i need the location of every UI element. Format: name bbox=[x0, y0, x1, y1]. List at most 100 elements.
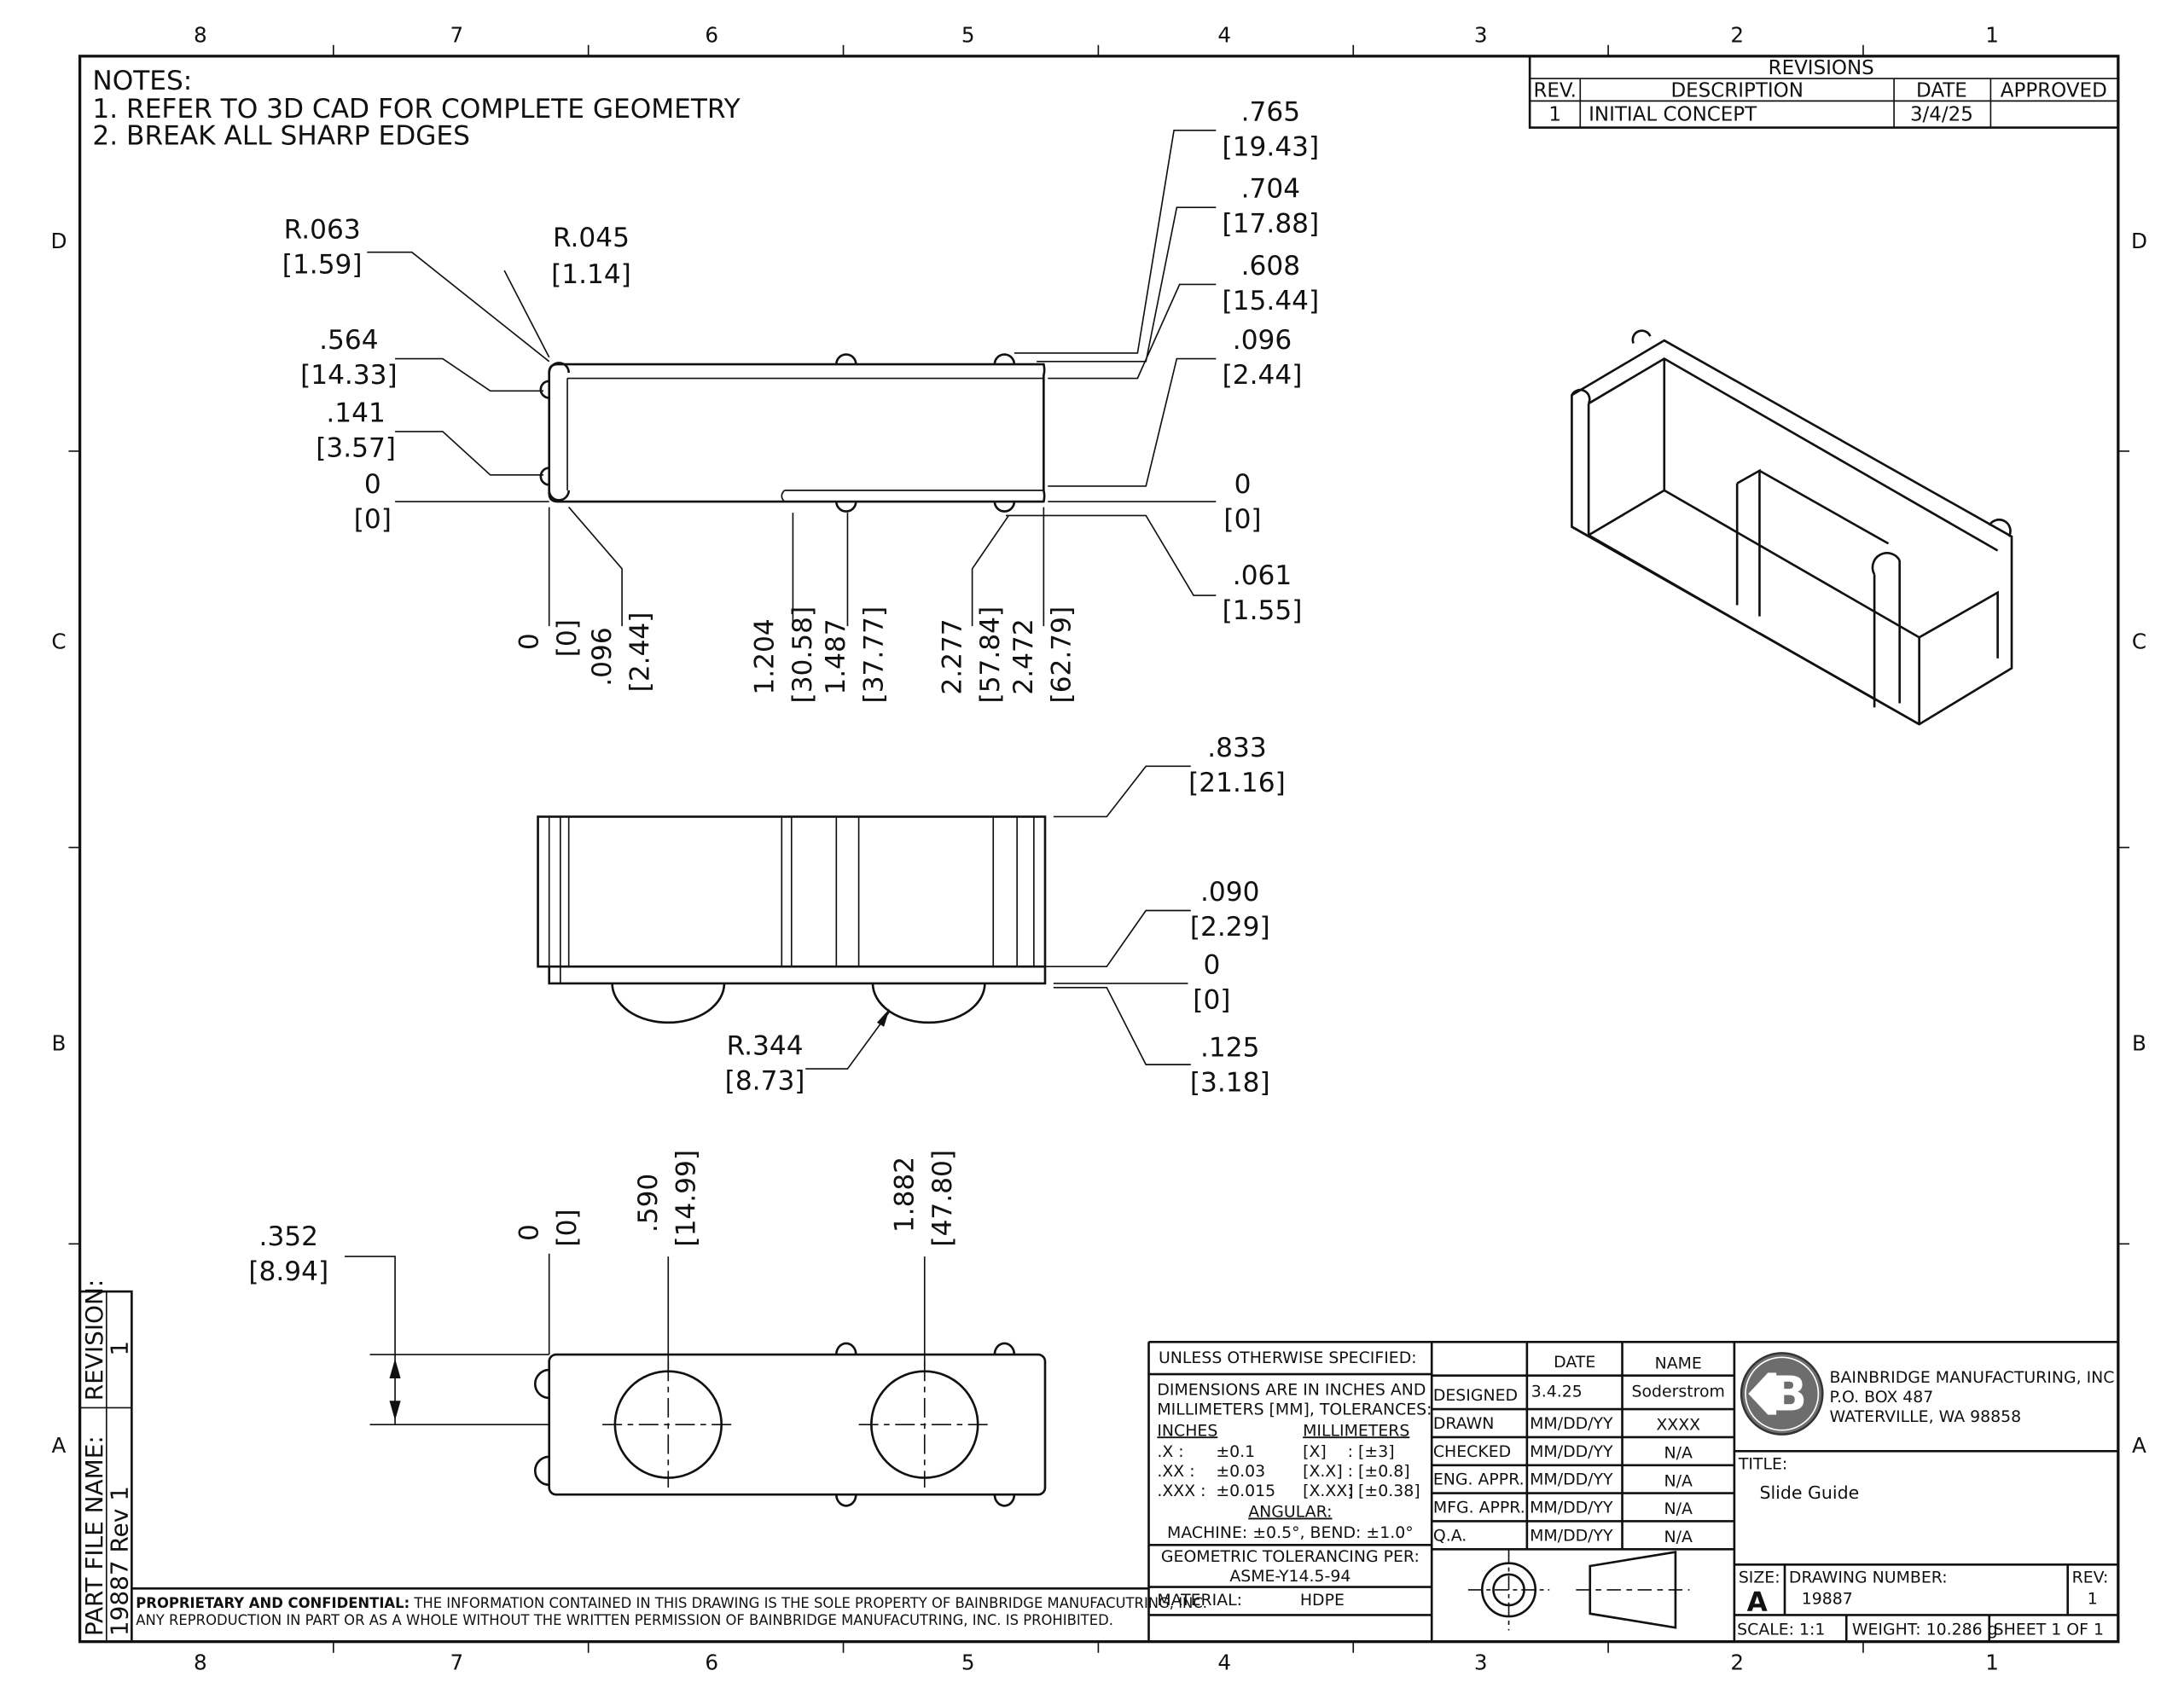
vdim: 2.277 bbox=[937, 618, 967, 694]
vdim-mm: [37.77] bbox=[859, 606, 890, 704]
dim-r063: R.063 bbox=[284, 214, 361, 245]
approval-role: DESIGNED bbox=[1433, 1386, 1518, 1405]
approval-role: MFG. APPR. bbox=[1433, 1499, 1525, 1517]
notes-title: NOTES: bbox=[92, 66, 192, 96]
vdim-mm: [0] bbox=[552, 619, 583, 657]
dim-141: .141 bbox=[326, 397, 385, 428]
company-name: BAINBRIDGE MANUFACTURING, INC bbox=[1830, 1368, 2115, 1387]
zone-col: 5 bbox=[961, 22, 975, 47]
rev-label: REV: bbox=[2072, 1569, 2109, 1587]
gtol-standard: ASME-Y14.5-94 bbox=[1229, 1567, 1350, 1586]
rev-cell: INITIAL CONCEPT bbox=[1589, 103, 1757, 125]
zone-col: 2 bbox=[1730, 1650, 1744, 1675]
zone-col: 1 bbox=[1985, 1650, 1999, 1675]
gtol-label: GEOMETRIC TOLERANCING PER: bbox=[1161, 1547, 1420, 1566]
vdim: 2.472 bbox=[1008, 618, 1039, 694]
vdim: 1.487 bbox=[821, 618, 851, 694]
dim-090-mm: [2.29] bbox=[1190, 912, 1270, 943]
tol-mm: MILLIMETERS bbox=[1303, 1421, 1409, 1440]
dim-0: 0 bbox=[1203, 949, 1220, 980]
svg-text:PROPRIETARY AND CONFIDENTIAL:: PROPRIETARY AND CONFIDENTIAL: THE INFORM… bbox=[136, 1595, 1207, 1611]
zone-col: 3 bbox=[1474, 22, 1488, 47]
note-item: 1. REFER TO 3D CAD FOR COMPLETE GEOMETRY bbox=[92, 94, 741, 125]
dim-0-mm: [0] bbox=[1193, 984, 1230, 1015]
dim-765: .765 bbox=[1241, 96, 1300, 127]
dim-352: .352 bbox=[259, 1221, 318, 1252]
dim-0-mm: [0] bbox=[354, 504, 392, 535]
drawing-number-label: DRAWING NUMBER: bbox=[1789, 1569, 1948, 1587]
rev-cell: 1 bbox=[1548, 103, 1561, 125]
tol-line2: MILLIMETERS [MM], TOLERANCES: bbox=[1157, 1401, 1432, 1419]
approval-name: XXXX bbox=[1656, 1416, 1700, 1435]
isometric-view bbox=[1571, 329, 2013, 726]
tol-cell: .XX : bbox=[1157, 1462, 1194, 1481]
zone-row: B bbox=[2132, 1031, 2146, 1056]
vdim-mm: [47.80] bbox=[927, 1150, 958, 1247]
dim-096r-mm: [2.44] bbox=[1223, 360, 1303, 391]
part-file-value: 19887 Rev 1 bbox=[105, 1486, 133, 1636]
zone-row: B bbox=[52, 1031, 67, 1056]
tol-cell: : [±0.8] bbox=[1348, 1462, 1410, 1481]
rev-header: REV. bbox=[1533, 79, 1577, 102]
tol-cell: [X.X] bbox=[1303, 1462, 1343, 1481]
logo-letter: B bbox=[1771, 1367, 1808, 1423]
front-view: .833 [21.16] .090 [2.29] 0 [0] .125 [3.1… bbox=[537, 733, 1286, 1098]
zone-col: 8 bbox=[194, 22, 207, 47]
zone-col: 7 bbox=[450, 1650, 463, 1675]
vdim: .590 bbox=[633, 1174, 664, 1233]
zone-row: A bbox=[2132, 1433, 2146, 1458]
part-file-label: PART FILE NAME: bbox=[80, 1436, 108, 1636]
zone-col: 7 bbox=[450, 22, 463, 47]
approval-name: Soderstrom bbox=[1632, 1382, 1725, 1401]
approval-date: MM/DD/YY bbox=[1530, 1499, 1613, 1517]
tol-cell: [X] bbox=[1303, 1442, 1327, 1461]
proprietary-notice: PROPRIETARY AND CONFIDENTIAL: THE INFORM… bbox=[131, 1586, 1207, 1628]
tol-cell: : [±3] bbox=[1348, 1442, 1395, 1461]
dim-141-mm: [3.57] bbox=[316, 432, 396, 463]
zone-row: C bbox=[51, 629, 66, 653]
dim-125: .125 bbox=[1200, 1032, 1259, 1063]
third-angle-projection-icon bbox=[1467, 1549, 1690, 1631]
dim-564: .564 bbox=[319, 325, 378, 356]
revision-value: 1 bbox=[105, 1341, 133, 1356]
dim-r063-mm: [1.59] bbox=[282, 249, 363, 280]
dim-090: .090 bbox=[1200, 877, 1259, 908]
tol-angular: ANGULAR: bbox=[1248, 1503, 1332, 1522]
company-address2: WATERVILLE, WA 98858 bbox=[1830, 1407, 2022, 1426]
approval-name: N/A bbox=[1664, 1471, 1693, 1490]
vdim: 0 bbox=[514, 1224, 545, 1241]
vdim: 0 bbox=[514, 633, 545, 650]
zone-row: D bbox=[2131, 229, 2147, 253]
zone-col: 3 bbox=[1474, 1650, 1488, 1675]
approval-name: N/A bbox=[1664, 1444, 1693, 1463]
approval-role: Q.A. bbox=[1433, 1526, 1467, 1545]
rev-header: DATE bbox=[1916, 79, 1967, 102]
dim-0: 0 bbox=[364, 469, 381, 500]
dim-125-mm: [3.18] bbox=[1190, 1067, 1270, 1098]
dim-564-mm: [14.33] bbox=[300, 360, 398, 391]
company-logo: B bbox=[1740, 1352, 1824, 1436]
drawing-title: Slide Guide bbox=[1759, 1482, 1859, 1503]
proprietary-bold: PROPRIETARY AND CONFIDENTIAL: bbox=[136, 1595, 410, 1611]
size-value: A bbox=[1747, 1587, 1768, 1618]
zone-row: C bbox=[2132, 629, 2146, 653]
zone-col: 1 bbox=[1985, 22, 1999, 47]
tol-cell: ±0.015 bbox=[1216, 1482, 1275, 1500]
material-label: MATERIAL: bbox=[1157, 1591, 1242, 1610]
tol-cell: ±0.03 bbox=[1216, 1462, 1265, 1481]
size-label: SIZE: bbox=[1739, 1569, 1780, 1587]
dim-0r-mm: [0] bbox=[1223, 504, 1261, 535]
vdim-mm: [0] bbox=[552, 1209, 583, 1246]
rev-header: DESCRIPTION bbox=[1670, 79, 1803, 102]
approval-role: DRAWN bbox=[1433, 1414, 1495, 1433]
tol-cell: [X.XX] bbox=[1303, 1482, 1354, 1500]
vdim-mm: [62.79] bbox=[1047, 606, 1077, 704]
approval-date: MM/DD/YY bbox=[1530, 1414, 1613, 1433]
note-item: 2. BREAK ALL SHARP EDGES bbox=[92, 120, 470, 151]
dim-061-mm: [1.55] bbox=[1223, 595, 1303, 626]
dim-0r: 0 bbox=[1234, 469, 1252, 500]
title-block: UNLESS OTHERWISE SPECIFIED: DIMENSIONS A… bbox=[1147, 1340, 2118, 1642]
scale: SCALE: 1:1 bbox=[1737, 1620, 1825, 1639]
approval-date: MM/DD/YY bbox=[1530, 1526, 1613, 1545]
dim-704-mm: [17.88] bbox=[1223, 209, 1320, 240]
